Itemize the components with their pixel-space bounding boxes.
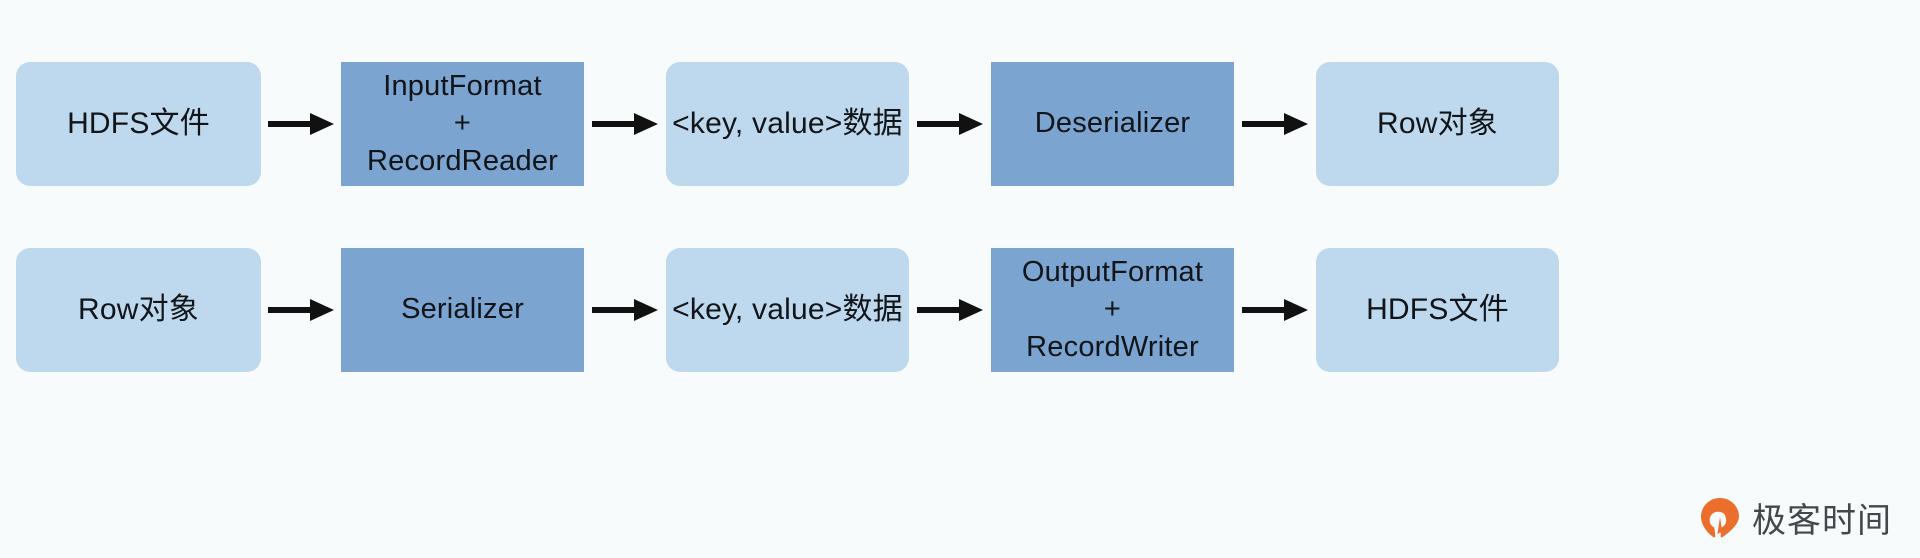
arrow-row-to-serializer (261, 248, 341, 372)
node-hdfs-file-in[interactable]: HDFS文件 (16, 62, 261, 186)
arrow-kv-to-deserializer (909, 62, 991, 186)
arrow-deserializer-to-row (1234, 62, 1316, 186)
node-kv-data-write[interactable]: <key, value>数据 (666, 248, 909, 372)
arrow-serializer-to-kv (584, 248, 666, 372)
arrow-inputformat-to-kv (584, 62, 666, 186)
node-row-object-in[interactable]: Row对象 (16, 248, 261, 372)
watermark-text: 极客时间 (1752, 501, 1892, 541)
flow-row-read-path: HDFS文件 InputFormat + RecordReader <key, … (0, 62, 1920, 186)
node-row-object-out[interactable]: Row对象 (1316, 62, 1559, 186)
watermark: 极客时间 (1698, 493, 1892, 542)
geektime-logo-icon (1698, 496, 1742, 540)
node-deserializer[interactable]: Deserializer (991, 62, 1234, 186)
flow-row-write-path: Row对象 Serializer <key, value>数据 OutputFo… (0, 248, 1920, 372)
node-kv-data-read[interactable]: <key, value>数据 (666, 62, 909, 186)
arrow-hdfs-to-inputformat (261, 62, 341, 186)
arrow-kv-to-outputformat (909, 248, 991, 372)
node-serializer[interactable]: Serializer (341, 248, 584, 372)
node-input-format-record-reader[interactable]: InputFormat + RecordReader (341, 62, 584, 186)
node-output-format-record-writer[interactable]: OutputFormat + RecordWriter (991, 248, 1234, 372)
arrow-outputformat-to-hdfs (1234, 248, 1316, 372)
node-hdfs-file-out[interactable]: HDFS文件 (1316, 248, 1559, 372)
